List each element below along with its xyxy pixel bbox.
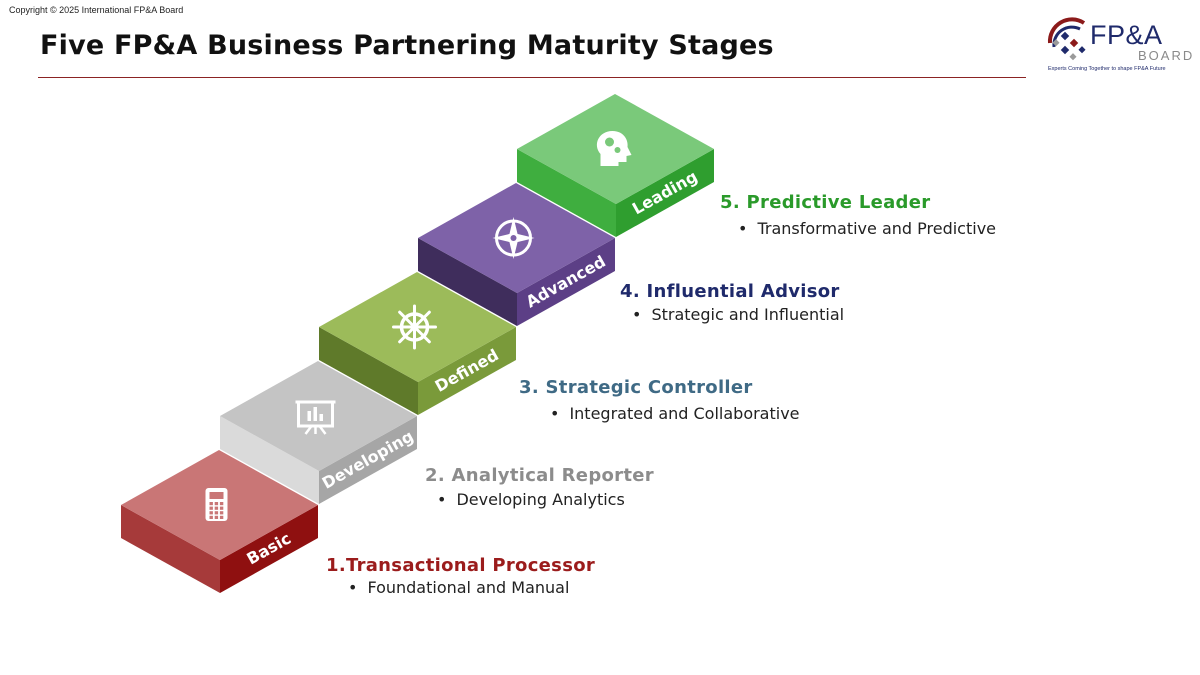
stage-description: • Developing Analytics: [437, 490, 625, 509]
bullet-icon: •: [437, 490, 447, 509]
step-side-face: [517, 149, 616, 237]
ship-wheel-icon: [392, 304, 437, 350]
stair-step-basic: Basic: [121, 450, 318, 593]
bullet-icon: •: [632, 305, 642, 324]
page-title: Five FP&A Business Partnering Maturity S…: [40, 30, 774, 61]
stage-description: • Integrated and Collaborative: [550, 404, 800, 423]
logo-sub: BOARD: [1138, 48, 1195, 63]
logo-name: FP&A: [1090, 20, 1163, 50]
fpa-board-logo: [1047, 17, 1086, 61]
stage-description: • Strategic and Influential: [632, 305, 844, 324]
step-side-face: [121, 505, 220, 593]
stage-description-text: Strategic and Influential: [651, 305, 845, 324]
step-front-face: [220, 505, 318, 593]
stage-description: • Transformative and Predictive: [738, 219, 996, 238]
bullet-icon: •: [550, 404, 560, 423]
stage-description-text: Foundational and Manual: [367, 578, 570, 597]
compass-icon: [492, 217, 535, 259]
title-divider: [38, 77, 1026, 78]
step-top-face: [220, 361, 417, 471]
presentation-board-icon: [295, 400, 336, 435]
copyright-text: Copyright © 2025 International FP&A Boar…: [9, 5, 184, 15]
head-gears-icon: [596, 131, 632, 166]
stage-description: • Foundational and Manual: [348, 578, 569, 597]
step-front-face: [418, 327, 516, 415]
stage-title: 4. Influential Advisor: [620, 281, 840, 302]
stage-title: 1.Transactional Processor: [326, 555, 596, 576]
stage-title: 3. Strategic Controller: [519, 377, 753, 398]
stair-step-defined: Defined: [319, 272, 516, 415]
stage-title: 2. Analytical Reporter: [425, 465, 654, 486]
step-front-face: [319, 416, 417, 504]
bullet-icon: •: [738, 219, 748, 238]
step-front-face: [517, 238, 615, 326]
stage-description-text: Integrated and Collaborative: [569, 404, 800, 423]
step-side-face: [220, 416, 319, 504]
step-front-face: [616, 149, 714, 237]
bullet-icon: •: [348, 578, 358, 597]
step-side-face: [418, 238, 517, 326]
stage-description-text: Transformative and Predictive: [757, 219, 996, 238]
logo-tagline: Experts Coming Together to shape FP&A Fu…: [1048, 66, 1166, 72]
calculator-icon: [205, 488, 228, 521]
step-side-face: [319, 327, 418, 415]
stage-description-text: Developing Analytics: [456, 490, 625, 509]
stage-title: 5. Predictive Leader: [720, 192, 931, 213]
